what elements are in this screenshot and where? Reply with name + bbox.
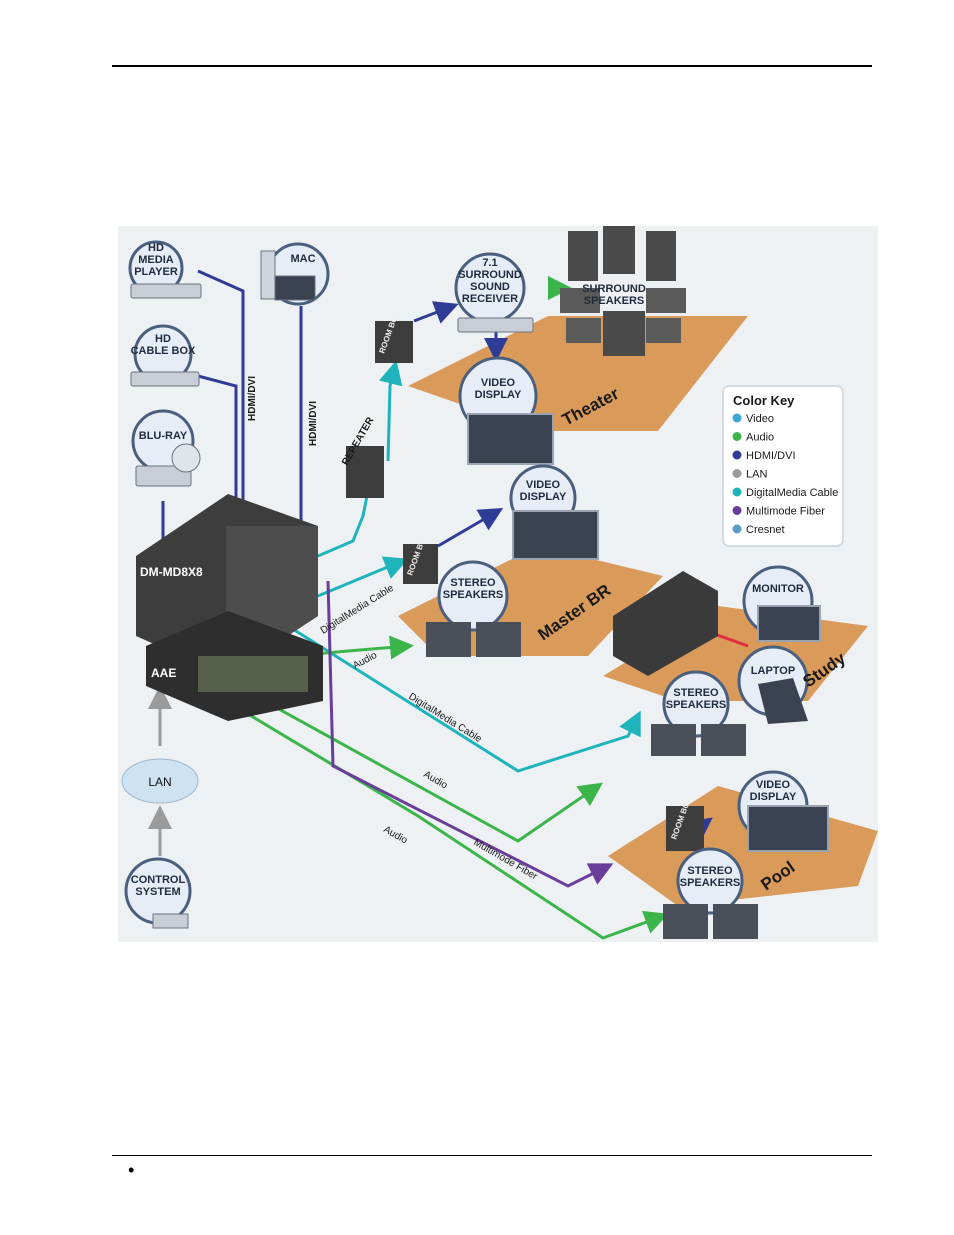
monitor-label: MONITOR	[752, 583, 804, 595]
hdmi-cable-theater	[413, 301, 459, 324]
study-monitor: MONITOR	[742, 565, 821, 642]
audio-cable-pool	[217, 694, 669, 940]
dm-cable-master-roombox	[317, 556, 409, 598]
switcher-label: DM-MD8X8	[140, 565, 203, 579]
speaker-6	[566, 318, 601, 343]
speaker-2	[603, 226, 635, 274]
footer-rule	[112, 1155, 872, 1156]
blu-ray-player	[135, 465, 192, 487]
media-player-box	[130, 283, 202, 299]
hdmi-label-mac: HDMI/DVI	[308, 401, 319, 446]
cable-box	[130, 371, 200, 387]
dm-cable-study	[287, 624, 641, 773]
hdmi-label-left: HDMI/DVI	[247, 376, 258, 421]
header-rule	[112, 65, 872, 67]
study-speaker-left	[651, 724, 696, 756]
speaker-1	[568, 231, 598, 281]
speaker-5	[646, 288, 686, 313]
speaker-3	[646, 231, 676, 281]
color-key-label: DigitalMedia Cable	[746, 487, 838, 499]
color-key-label: Video	[746, 413, 774, 425]
mac-laptop	[274, 275, 316, 301]
system-diagram: HDMI/DVI HDMI/DVI DigitalMedia Cable Dig…	[118, 226, 878, 942]
mac-label: MAC	[290, 253, 315, 265]
control-processor	[152, 913, 189, 929]
laptop-label: LAPTOP	[751, 665, 795, 677]
color-key-title: Color Key	[733, 393, 795, 408]
audio-cable-study	[227, 679, 603, 843]
master-screen	[512, 510, 599, 560]
color-key-label: Cresnet	[746, 524, 785, 536]
color-key-label: Audio	[746, 432, 774, 444]
theater-screen	[467, 413, 554, 465]
color-key-swatch	[732, 487, 742, 497]
master-speaker-left	[426, 622, 471, 657]
amp-terminals	[198, 656, 308, 692]
room-box-pool: ROOM BOX	[666, 795, 704, 851]
speaker-4	[560, 288, 600, 313]
color-key-swatch	[732, 469, 742, 478]
hdmi-cable-master-display	[437, 507, 504, 548]
color-key-swatch	[732, 413, 742, 423]
color-key-swatch	[732, 432, 742, 441]
master-speaker-right	[476, 622, 521, 657]
color-key-label: HDMI/DVI	[746, 450, 796, 462]
dm-cable-repeater-roombox	[378, 360, 403, 462]
laptop-device	[758, 678, 808, 724]
disc-icon	[171, 443, 201, 473]
room-box-theater: ROOM BOX	[375, 309, 413, 363]
study-speaker-right	[701, 724, 746, 756]
color-key-label: LAN	[746, 469, 767, 481]
study-laptop: LAPTOP	[737, 645, 809, 724]
pool-speaker-left	[663, 904, 708, 939]
study-rack	[613, 571, 718, 676]
pool-screen	[747, 805, 829, 852]
hdmi-cable-media-player	[197, 269, 245, 556]
lan-cloud: LAN	[121, 758, 199, 804]
blu-ray: BLU-RAY	[131, 409, 201, 487]
color-key-swatch	[732, 506, 742, 515]
lan-label: LAN	[148, 775, 171, 789]
color-key-label: Multimode Fiber	[746, 506, 825, 518]
receiver-box	[457, 317, 534, 333]
amplifier-label: AAE	[151, 666, 176, 680]
bullet-point: •	[128, 1160, 135, 1180]
mac: MAC	[260, 242, 330, 306]
subwoofer	[603, 311, 645, 356]
blu-ray-label: BLU-RAY	[139, 430, 188, 442]
color-key-swatch	[732, 450, 742, 460]
aae-amplifier: AAE	[146, 611, 323, 721]
mac-tower	[260, 250, 276, 300]
monitor-screen	[757, 605, 821, 642]
pool-speaker-right	[713, 904, 758, 939]
speaker-7	[646, 318, 681, 343]
fiber-cable-pool	[326, 580, 614, 888]
color-key-swatch	[732, 524, 742, 534]
